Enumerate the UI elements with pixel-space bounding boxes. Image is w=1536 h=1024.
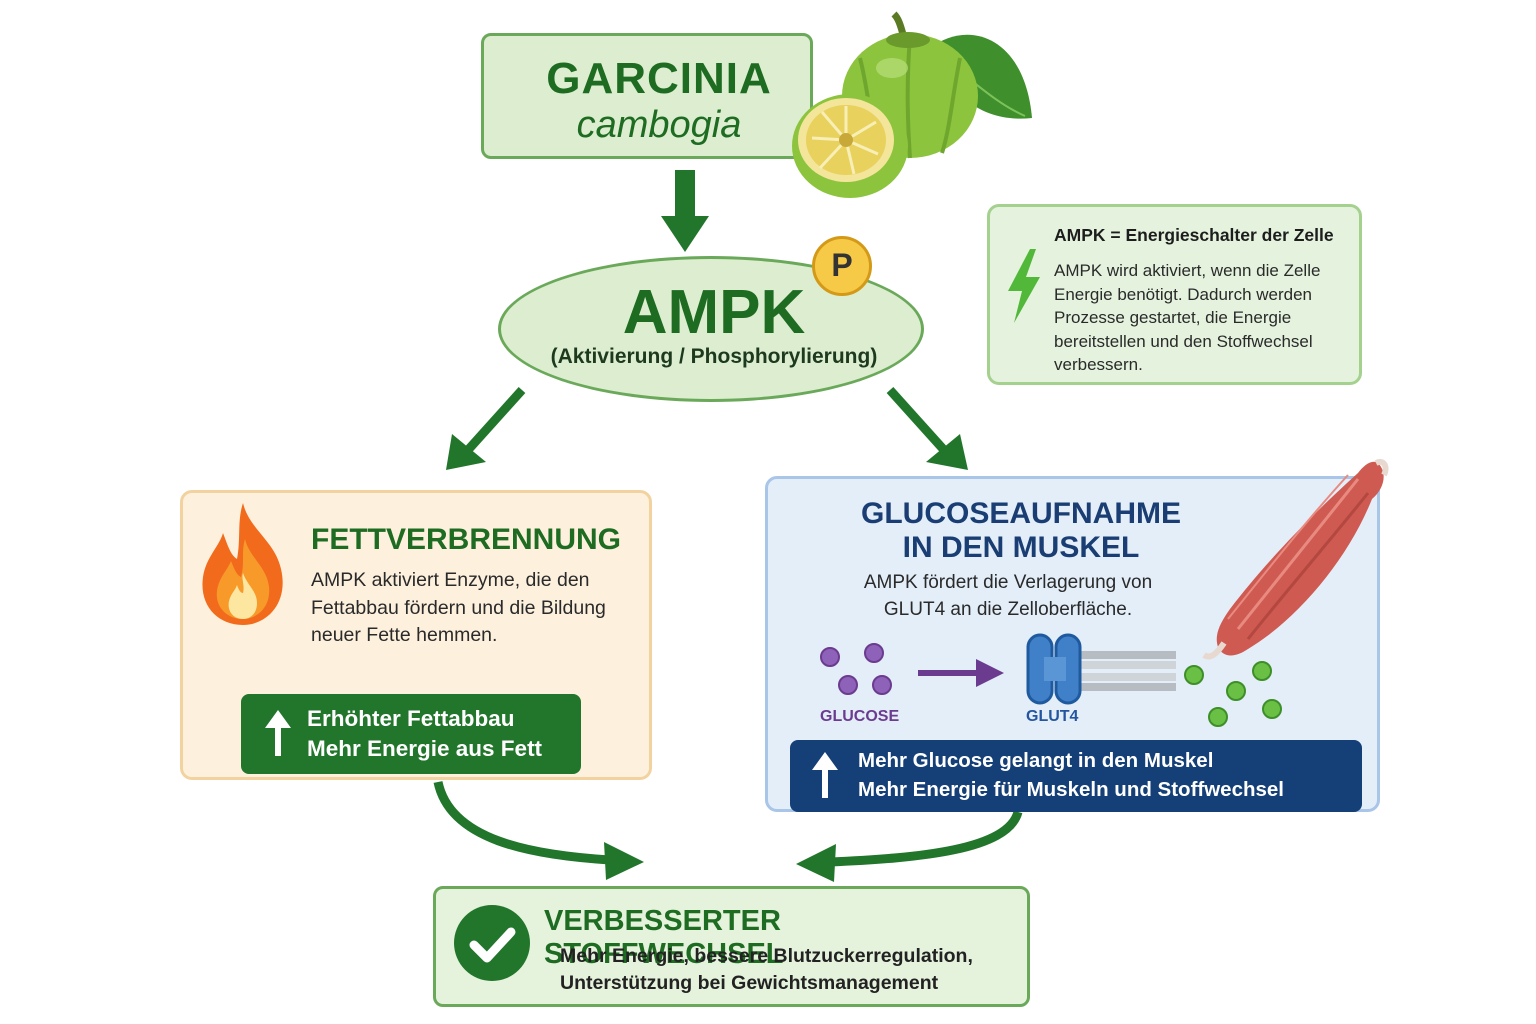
result-box: VERBESSERTER STOFFWECHSEL Mehr Energie, … [433, 886, 1030, 1007]
glucose-molecules-icon [820, 643, 892, 695]
glut4-label: GLUT4 [1026, 708, 1079, 725]
lightning-icon [1008, 249, 1040, 323]
fett-result-banner: Erhöhter Fettabbau Mehr Energie aus Fett [241, 694, 581, 774]
fettverbrennung-box: FETTVERBRENNUNG AMPK aktiviert Enzyme, d… [180, 490, 652, 780]
info-line: AMPK wird aktiviert, wenn die Zelle [1054, 261, 1321, 280]
result-title: VERBESSERTER STOFFWECHSEL [544, 905, 784, 970]
fett-line: Fettabbau fördern und die Bildung [311, 596, 606, 619]
glucose-label: GLUCOSE [820, 708, 900, 725]
glucose-title-line2: IN DEN MUSKEL [902, 531, 1140, 564]
arrow-ampk-to-glucose [886, 386, 968, 470]
result-line1: Mehr Energie, bessere Blutzuckerregulati… [560, 945, 973, 967]
info-line: Energie benötigt. Dadurch werden [1054, 284, 1312, 304]
info-line: verbessern. [1054, 355, 1143, 374]
arrow-glucose-to-result [796, 810, 1023, 882]
glucose-text: AMPK fördert die Verlagerung von GLUT4 a… [828, 569, 1188, 623]
garcinia-subtitle: cambogia [576, 104, 742, 146]
arrow-fett-to-result [433, 780, 644, 880]
muscle-icon [1202, 459, 1389, 660]
glucose-banner-line2: Mehr Energie für Muskeln und Stoffwechse… [858, 778, 1285, 801]
glut4-transporter-icon [1026, 633, 1176, 705]
glucose-line: AMPK fördert die Verlagerung von [863, 572, 1153, 593]
garcinia-title: GARCINIA [546, 54, 772, 103]
glucose-line: GLUT4 an die Zelloberfläche. [883, 599, 1133, 620]
arrow-up-icon [265, 710, 291, 756]
info-box: AMPK = Energieschalter der Zelle AMPK wi… [987, 204, 1362, 385]
result-line2: Unterstützung bei Gewichtsmanagement [560, 972, 939, 994]
checkmark-icon [454, 905, 530, 981]
garcinia-box: GARCINIA cambogia [481, 33, 813, 159]
phosphate-badge: P [812, 236, 872, 296]
glucose-banner-line1: Mehr Glucose gelangt in den Muskel [858, 749, 1214, 772]
info-title: AMPK = Energieschalter der Zelle [1054, 225, 1334, 245]
ampk-title: AMPK [622, 278, 806, 347]
arrow-ampk-to-fett [446, 386, 526, 470]
glucose-result-banner: Mehr Glucose gelangt in den Muskel Mehr … [790, 740, 1362, 812]
fett-banner-line1: Erhöhter Fettabbau [307, 706, 515, 731]
arrow-up-icon [812, 752, 838, 798]
fett-banner-line2: Mehr Energie aus Fett [307, 736, 543, 761]
fettverbrennung-title: FETTVERBRENNUNG [311, 523, 622, 556]
transport-arrow-icon [918, 659, 1004, 687]
info-line: Prozesse gestartet, die Energie [1054, 308, 1292, 327]
ampk-subtitle: (Aktivierung / Phosphorylierung) [550, 345, 878, 368]
fettverbrennung-text: AMPK aktiviert Enzyme, die den Fettabbau… [311, 567, 641, 650]
info-line: bereitstellen und den Stoffwechsel [1054, 331, 1313, 351]
info-text: AMPK wird aktiviert, wenn die Zelle Ener… [1054, 259, 1354, 377]
garcinia-fruit-icon [792, 11, 1032, 198]
arrow-garcinia-to-ampk [661, 170, 709, 252]
fett-line: AMPK aktiviert Enzyme, die den [311, 569, 590, 591]
glucoseaufnahme-box: GLUCOSEAUFNAHME IN DEN MUSKEL AMPK förde… [765, 459, 1389, 812]
fett-line: neuer Fette hemmen. [311, 624, 498, 646]
glucose-title-line1: GLUCOSEAUFNAHME [861, 497, 1181, 530]
flame-icon [202, 503, 283, 625]
glucose-in-muscle-icon [1184, 661, 1282, 727]
